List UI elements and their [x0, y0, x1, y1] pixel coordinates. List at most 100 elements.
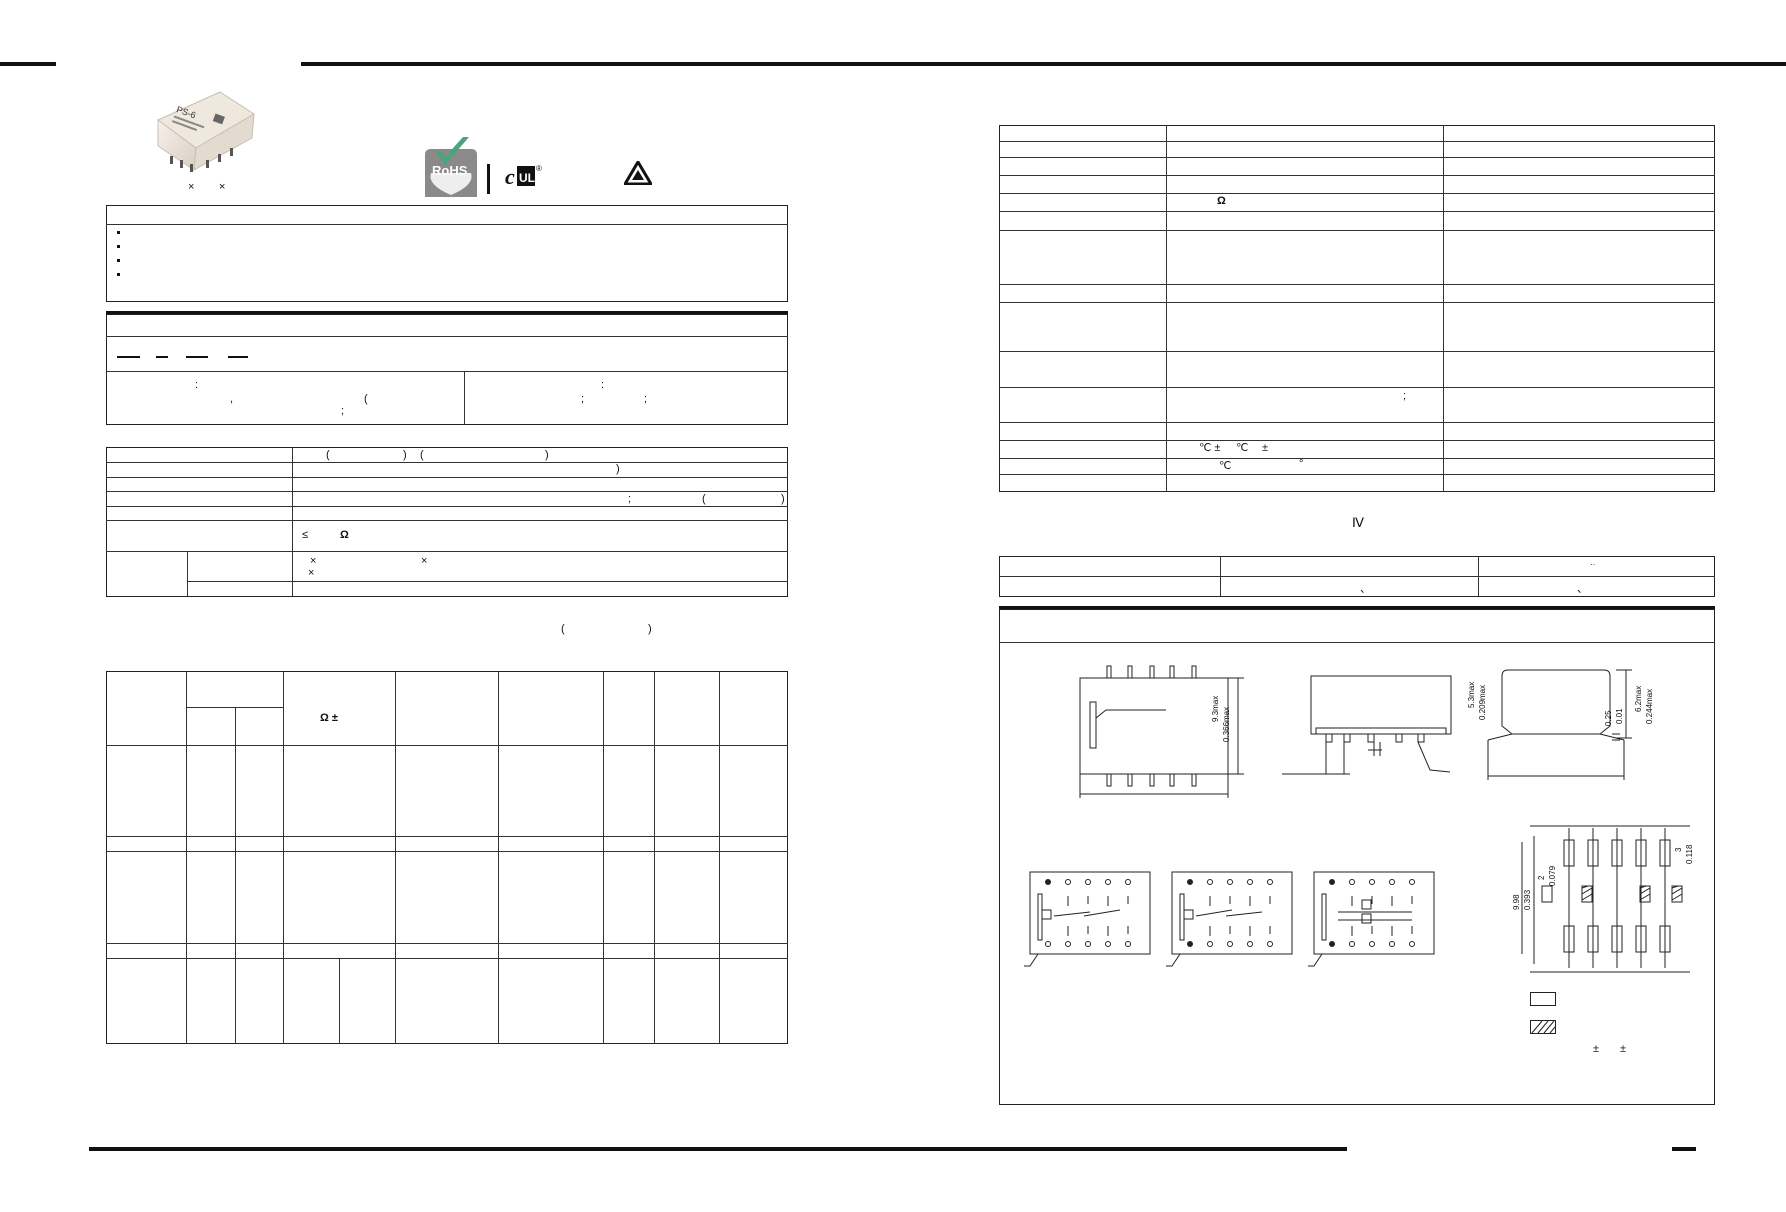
- coil-col-4b: [339, 958, 340, 1044]
- ordering-code-rule: [106, 371, 788, 372]
- pcb-row-label: 9.98: [1512, 894, 1521, 910]
- coil-col-6: [603, 671, 604, 1044]
- pcb-pitch-label: 2: [1537, 875, 1546, 880]
- side-height-label: 5.3max: [1467, 681, 1476, 708]
- ordering-top-thick-rule: [106, 311, 788, 314]
- pcb-layout-drawing: [1521, 825, 1690, 973]
- specs-right-col-2: [1443, 125, 1444, 492]
- cert-divider: [487, 164, 490, 194]
- coil-col-5: [498, 671, 499, 1044]
- photo-size-cross-1: ×: [188, 181, 195, 193]
- spec-glyph-10: Ω: [340, 529, 349, 541]
- pcb-pad-label: 3: [1674, 847, 1683, 852]
- pcb-row-in-label: 0.393: [1523, 889, 1532, 910]
- coil-col-2: [235, 707, 236, 1044]
- order-code-dash-2: [156, 356, 168, 358]
- specs-table-left: [106, 447, 788, 597]
- order-glyph-3: (: [364, 393, 368, 405]
- spec-glyph-3: (: [420, 449, 424, 461]
- coil-col-3: [283, 671, 284, 1044]
- spec-glyph-6: ;: [628, 493, 632, 505]
- specs-right-row-10: [999, 387, 1715, 388]
- order-glyph-1: :: [195, 379, 199, 391]
- spec-right-glyph-1: Ω: [1217, 195, 1226, 207]
- specs-left-subcol-divider: [187, 551, 188, 597]
- dimensions-top-thick-rule: [999, 606, 1715, 609]
- specs-right-row-1: [999, 141, 1715, 142]
- rohs-label: RoHS: [432, 163, 468, 178]
- specs-right-row-7: [999, 284, 1715, 285]
- tuv-triangle-icon: [624, 161, 652, 185]
- coil-resistance-header: Ω ±: [320, 712, 338, 724]
- rohs-check-icon: [425, 137, 477, 197]
- tolerance-glyph-1: ±: [1593, 1043, 1600, 1055]
- specs-left-row-4: [106, 506, 788, 507]
- safety-glyph-3: 、: [1577, 583, 1588, 595]
- end-height-label: 6.2max: [1634, 685, 1643, 712]
- relay-product-photo: PS-6: [157, 91, 255, 172]
- coil-note-paren-open: (: [561, 623, 565, 635]
- specs-right-row-9: [999, 351, 1715, 352]
- section-numeral: Ⅳ: [1352, 515, 1364, 530]
- spec-glyph-9: ≤: [302, 529, 309, 541]
- specs-left-row-5: [106, 520, 788, 521]
- coil-header-split: [186, 707, 283, 708]
- rohs-logo: RoHS: [425, 137, 477, 197]
- spec-right-glyph-4: ℃: [1236, 442, 1249, 454]
- coil-col-4: [395, 671, 396, 1044]
- coil-data-table: [106, 671, 788, 1044]
- legend-hatched-swatch-icon: [1530, 1020, 1556, 1034]
- order-glyph-7: ;: [644, 393, 648, 405]
- feature-bullet-3: [117, 259, 120, 262]
- ordering-box: [106, 314, 788, 425]
- coil-col-8: [719, 671, 720, 1044]
- spec-glyph-13: ×: [308, 567, 315, 579]
- spec-right-glyph-5: ±: [1262, 442, 1269, 454]
- spec-glyph-7: (: [702, 493, 706, 505]
- coil-row-1: [106, 745, 788, 746]
- specs-right-row-5: [999, 211, 1715, 212]
- top-view-height-label: 9.3max: [1211, 695, 1220, 722]
- spec-glyph-5: ): [616, 463, 620, 475]
- ordering-col-divider: [464, 371, 465, 425]
- features-header-rule: [106, 224, 788, 225]
- specs-right-row-11: [999, 422, 1715, 423]
- schematic-2-drawing: [1166, 871, 1293, 967]
- pcb-pad-in-label: 0.118: [1685, 844, 1694, 864]
- coil-note-paren-close: ): [648, 623, 652, 635]
- order-code-dash-4: [228, 356, 248, 358]
- specs-right-row-14: [999, 474, 1715, 475]
- top-rule-main: [301, 62, 1786, 66]
- registered-mark: ®: [536, 164, 542, 173]
- safety-glyph-1: ··: [1590, 560, 1596, 569]
- spec-glyph-1: (: [326, 449, 330, 461]
- legend-pad-swatch: [1530, 992, 1556, 1006]
- pcb-pitch-in-label: 0.079: [1548, 865, 1557, 886]
- specs-left-row-6: [106, 551, 788, 552]
- end-view-drawing: [1487, 669, 1632, 780]
- coil-row-4: [106, 943, 788, 944]
- specs-table-right: [999, 125, 1715, 492]
- specs-right-col-1: [1166, 125, 1167, 492]
- schematic-3-drawing: [1308, 871, 1435, 967]
- spec-right-glyph-6: ℃: [1219, 460, 1232, 472]
- coil-row-3: [106, 851, 788, 852]
- spec-right-glyph-7: °: [1299, 458, 1304, 470]
- specs-left-row-1: [106, 462, 788, 463]
- order-code-dash-3: [186, 356, 208, 358]
- end-height-in-label: 0.244max: [1645, 688, 1654, 724]
- feature-bullet-4: [117, 273, 120, 276]
- specs-right-row-3: [999, 175, 1715, 176]
- specs-right-row-12: [999, 440, 1715, 441]
- feature-bullet-2: [117, 245, 120, 248]
- spec-glyph-12: ×: [421, 555, 428, 567]
- tolerance-glyph-2: ±: [1620, 1043, 1627, 1055]
- dimensions-box: [999, 609, 1715, 1105]
- order-glyph-6: ;: [581, 393, 585, 405]
- safety-glyph-2: 、: [1360, 583, 1371, 595]
- safety-row-1: [999, 576, 1715, 577]
- ordering-header-rule: [106, 336, 788, 337]
- specs-right-row-4: [999, 193, 1715, 194]
- svg-text:UL: UL: [519, 171, 535, 185]
- spec-right-glyph-3: ℃ ±: [1199, 442, 1221, 454]
